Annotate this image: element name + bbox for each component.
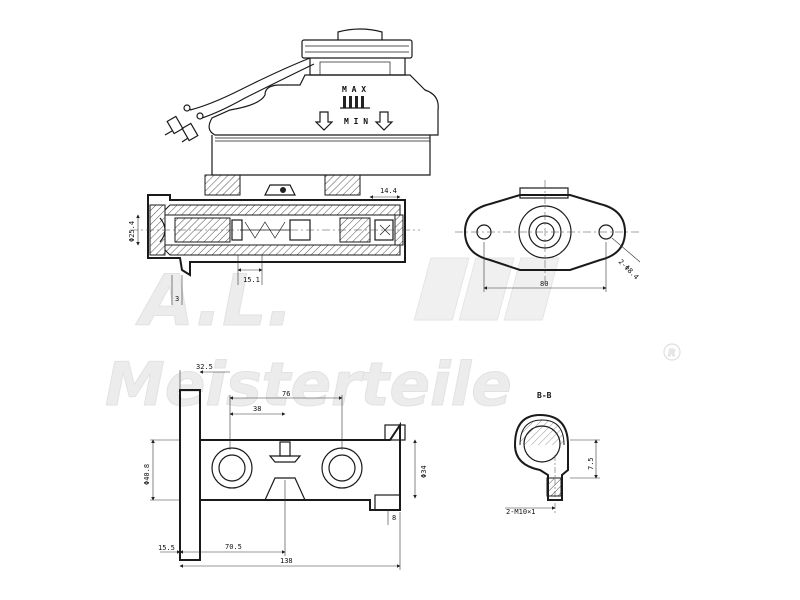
cylinder-section: Φ25.4 15.1 14.4 3 <box>128 187 420 305</box>
dim-14-4: 14.4 <box>380 187 397 195</box>
watermark-bar-2 <box>458 257 515 321</box>
dim-32-5: 32.5 <box>196 363 213 371</box>
watermark-bar-1 <box>413 257 470 321</box>
dim-70-5: 70.5 <box>225 543 242 551</box>
dim-76: 76 <box>282 390 290 398</box>
dim-15-1: 15.1 <box>243 276 260 284</box>
plan-port-2 <box>321 447 363 489</box>
connector-2 <box>181 122 199 142</box>
section-bb: B-B 7.5 2-M10×1 <box>505 391 600 516</box>
reservoir-cap-rim <box>301 39 413 59</box>
sensor-wire-1 <box>189 57 311 111</box>
primary-spring <box>244 221 286 239</box>
registered-mark <box>663 343 681 361</box>
dim-dia-34: Φ34 <box>420 465 428 478</box>
level-arrow-left-icon <box>314 111 334 131</box>
section-label: B-B <box>537 391 552 400</box>
level-arrow-right-icon <box>374 111 394 131</box>
dim-138: 138 <box>280 557 293 565</box>
watermark: A.L. Meisterteile R <box>105 257 681 421</box>
flange-outline <box>463 194 627 271</box>
dim-bore-dia: Φ25.4 <box>128 221 136 242</box>
section-thread <box>546 477 562 497</box>
watermark-al: A.L. <box>135 260 293 342</box>
dim-7-5: 7.5 <box>587 457 595 470</box>
plan-port-1 <box>211 447 253 489</box>
dim-dia-40-8: Φ40.8 <box>143 464 151 485</box>
dim-3: 3 <box>175 295 179 303</box>
dim-80: 80 <box>540 280 548 288</box>
dim-8: 8 <box>392 514 396 522</box>
dim-15-5: 15.5 <box>158 544 175 552</box>
reservoir-cap-top <box>337 28 383 40</box>
cylinder-outline <box>147 194 406 277</box>
plan-body <box>199 421 401 511</box>
reservoir: M A X M I N <box>164 28 439 196</box>
sensor-wire-2 <box>201 63 315 119</box>
plan-view: 32.5 76 38 Φ40.8 Φ34 8 15.5 70.5 138 <box>143 363 428 570</box>
reservoir-port-rear <box>204 174 241 196</box>
section-outline <box>513 413 569 501</box>
watermark-meisterteile: Meisterteile <box>105 350 512 420</box>
connector-1 <box>166 115 184 135</box>
dim-38: 38 <box>253 405 261 413</box>
max-label: M A X <box>342 85 366 94</box>
min-label: M I N <box>344 117 368 126</box>
registered-letter: R <box>668 348 676 359</box>
dim-thread: 2-M10×1 <box>506 508 536 516</box>
reservoir-port-front <box>324 174 361 196</box>
reservoir-body <box>208 74 439 136</box>
dim-flange-holes: 2-Φ8.4 <box>617 258 641 282</box>
